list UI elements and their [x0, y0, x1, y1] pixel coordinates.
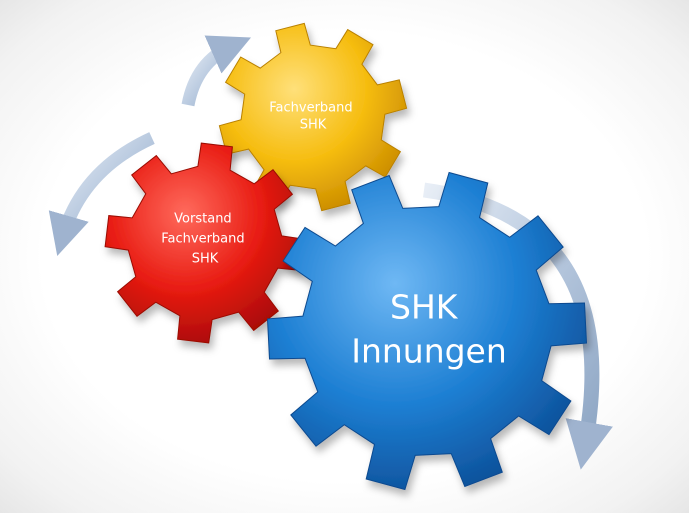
gear-fachverband-label: Fachverband SHK	[269, 97, 357, 133]
gear-innungen-label: SHK Innungen	[351, 278, 507, 371]
gear-innungen-line-2: Innungen	[351, 332, 507, 371]
gear-vorstand-line-1: Vorstand	[174, 212, 232, 227]
gear-fachverband-line-1: Fachverband	[269, 101, 352, 116]
gear-fachverband: Fachverband SHK	[218, 22, 408, 212]
gear-vorstand-line-3: SHK	[192, 252, 219, 267]
gear-innungen: SHK Innungen	[266, 171, 588, 491]
gear-vorstand: Vorstand Fachverband SHK	[104, 142, 306, 344]
arrow-top-left	[181, 35, 252, 107]
gear-vorstand-label: Vorstand Fachverband SHK	[161, 208, 249, 267]
gear-innungen-line-1: SHK	[390, 288, 459, 327]
gear-vorstand-line-2: Fachverband	[161, 232, 244, 247]
gear-fachverband-line-2: SHK	[300, 118, 327, 133]
arrow-left	[48, 132, 155, 256]
